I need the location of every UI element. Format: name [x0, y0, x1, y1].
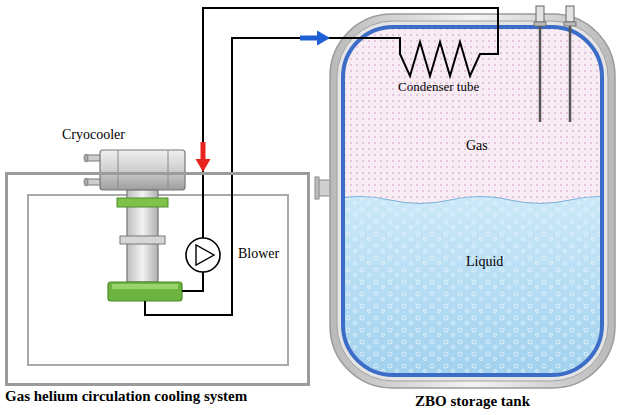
region-label: Gas [466, 138, 488, 155]
flow-arrow-shaft [300, 36, 318, 41]
storage-tank: ZBO storage tank [330, 14, 615, 388]
system-housing: Gas helium circulation cooling system [5, 172, 310, 386]
housing-pipes [145, 172, 232, 315]
pipe-connector [203, 8, 498, 172]
part-label: Blower [238, 246, 279, 263]
flow-arrow-head [196, 159, 211, 172]
flow-arrow-shaft [201, 142, 206, 160]
tank-drawing [315, 6, 624, 388]
pipe-connector [232, 38, 330, 172]
caption-text: ZBO storage tank [415, 392, 530, 410]
part-label: Cryocooler [62, 127, 125, 144]
blower-symbol [186, 238, 220, 272]
part-label: Condenser tube [398, 79, 479, 95]
caption-text: Gas helium circulation cooling system [5, 387, 247, 405]
region-label: Liquid [466, 254, 503, 271]
flow-arrow-head [317, 31, 330, 46]
